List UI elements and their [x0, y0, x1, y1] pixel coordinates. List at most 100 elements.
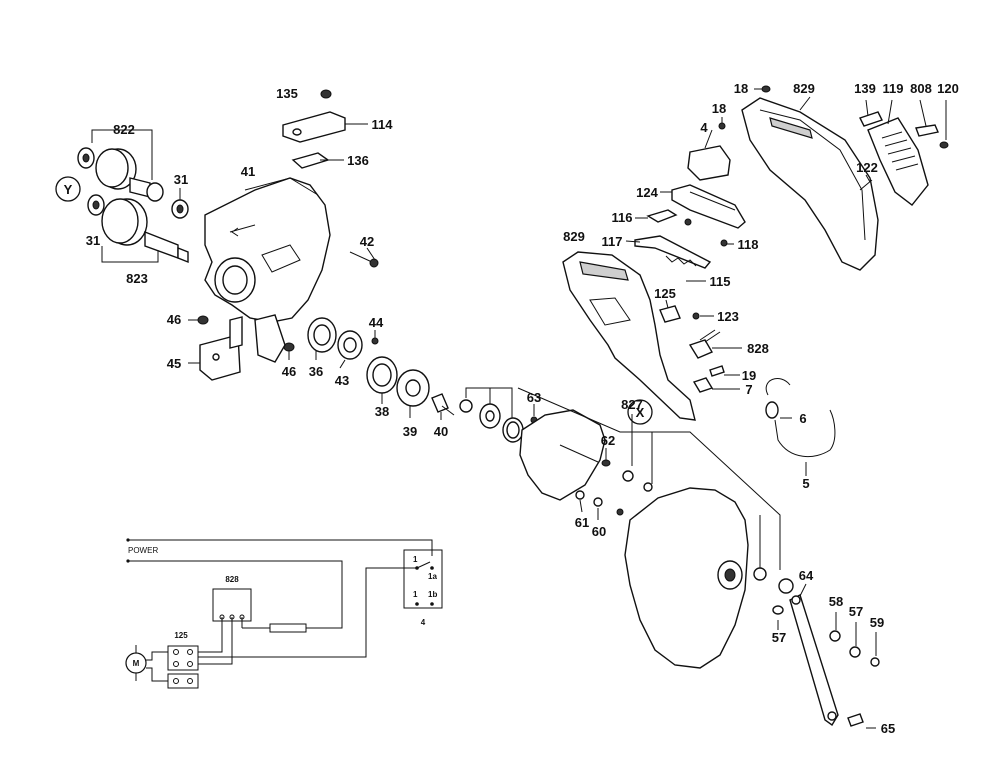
label-125: 125: [654, 286, 676, 301]
label-41: 41: [241, 164, 255, 179]
power-label: POWER: [128, 546, 158, 555]
part-822-gear-set: [77, 147, 164, 202]
part-labels: 135 1 1 4 136 822 31 41 31 823 42 46 45 44…: [86, 81, 959, 736]
label-822: 822: [113, 122, 135, 137]
part-59-clip: [870, 657, 880, 667]
part-38-flange: [366, 356, 398, 394]
part-119-grip: [867, 117, 929, 206]
part-65-screw: [847, 713, 864, 727]
label-5: 5: [802, 476, 809, 491]
label-59: 59: [870, 615, 884, 630]
label-116: 116: [612, 210, 633, 225]
part-808-plate: [915, 124, 939, 137]
label-31-upper: 31: [174, 172, 188, 187]
part-61-bushing: [575, 490, 585, 500]
label-40: 40: [434, 424, 448, 439]
label-62: 62: [601, 433, 615, 448]
part-45-bracket: [199, 316, 243, 381]
x-callout: X: [627, 399, 653, 425]
sw-1a: 1a: [428, 572, 437, 581]
label-808: 808: [910, 81, 932, 96]
label-45: 45: [167, 356, 181, 371]
x-callout-label: X: [636, 405, 645, 420]
part-41-gear-housing: [204, 177, 331, 323]
label-136: 136: [347, 153, 369, 168]
part-117-lever: [634, 235, 712, 269]
label-46-right: 46: [282, 364, 296, 379]
part-829-handle-half-left: [562, 251, 696, 421]
label-829-top: 829: [793, 81, 815, 96]
label-65: 65: [881, 721, 895, 736]
part-627-screws: [616, 470, 653, 516]
part-guard-pivot: [753, 567, 794, 615]
label-39: 39: [403, 424, 417, 439]
part-7-clamp: [692, 377, 714, 393]
sw-1b: 1b: [428, 590, 437, 599]
label-119: 119: [883, 81, 904, 96]
part-118-screw: [720, 239, 728, 247]
label-43: 43: [335, 373, 349, 388]
label-115: 115: [710, 274, 731, 289]
label-61: 61: [575, 515, 589, 530]
label-57-right: 57: [849, 604, 863, 619]
part-58-bushing: [829, 630, 841, 642]
part-6-strain-relief: [765, 377, 791, 419]
wiring-switch-4: [403, 549, 443, 609]
part-124-trigger-cover: [671, 184, 746, 229]
part-64-link-arm: [789, 594, 839, 727]
part-spring-center: [502, 417, 524, 443]
part-36-bearing: [307, 317, 337, 353]
part-57-washer-right: [849, 646, 861, 658]
label-42: 42: [360, 234, 374, 249]
part-828-capacitor: [688, 329, 721, 359]
part-60-screw: [593, 497, 603, 507]
label-60: 60: [592, 524, 606, 539]
label-57-left: 57: [772, 630, 786, 645]
part-44-screw: [371, 337, 379, 345]
label-139: 139: [854, 81, 876, 96]
part-5-power-cord: [774, 409, 836, 458]
part-18-screw-top: [761, 85, 771, 93]
label-829-mid: 829: [563, 229, 585, 244]
part-135-screw: [320, 89, 332, 99]
part-125-switch-block: [659, 305, 681, 323]
sw-1-bot: 1: [413, 590, 418, 599]
part-46-screw-right: [283, 342, 295, 352]
motor-label: M: [133, 659, 140, 668]
label-63: 63: [527, 390, 541, 405]
part-lower-bracket: [254, 314, 286, 363]
part-139-lever: [859, 111, 883, 127]
wiring-diagram: POWER 828 1 1a 1 1b 4 125: [125, 538, 443, 689]
part-blade-guard: [624, 487, 749, 669]
part-guard-plate: [519, 409, 606, 501]
part-18-screw-mid: [718, 122, 726, 130]
y-callout: Y: [55, 176, 81, 202]
part-washers-center: [459, 399, 501, 429]
y-callout-label: Y: [64, 182, 73, 197]
part-19-screw: [709, 365, 725, 377]
label-823: 823: [126, 271, 148, 286]
part-123-screw: [692, 312, 700, 320]
part-829-handle-half-right: [741, 97, 879, 271]
part-115-spring: [665, 255, 697, 267]
label-827: 827: [621, 397, 643, 412]
part-114-cover: [282, 111, 346, 143]
sw-1-top: 1: [413, 555, 418, 564]
wiring-125-label: 125: [174, 631, 188, 640]
label-58: 58: [829, 594, 843, 609]
label-36: 36: [309, 364, 323, 379]
label-4: 4: [700, 120, 708, 135]
label-44: 44: [369, 315, 384, 330]
label-31-lower: 31: [86, 233, 100, 248]
label-135: 135: [276, 86, 298, 101]
leader-lines: [91, 88, 947, 729]
label-18-top: 18: [734, 81, 748, 96]
part-42-screw: [349, 251, 379, 268]
label-117: 117: [602, 234, 623, 249]
label-123: 123: [717, 309, 739, 324]
part-31-bearing-upper: [171, 199, 189, 219]
label-6: 6: [799, 411, 806, 426]
part-39-flange: [396, 369, 430, 407]
wiring-resistor: [269, 623, 307, 633]
